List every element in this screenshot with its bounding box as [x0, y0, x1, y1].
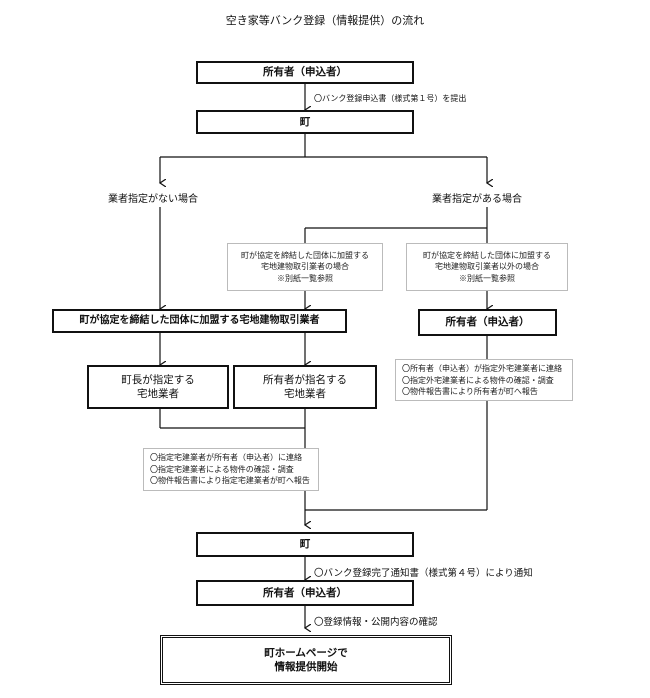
owner-designated-agent-box: 所有者が指名する 宅地業者 — [233, 365, 377, 409]
owner-applicant-box-right: 所有者（申込者） — [418, 309, 557, 336]
owner-applicant-box-top: 所有者（申込者） — [196, 61, 414, 84]
town-box-top: 町 — [196, 110, 414, 134]
town-box-bottom: 町 — [196, 532, 414, 557]
mayor-designated-label: 町長が指定する 宅地業者 — [121, 373, 195, 400]
association-agent-box: 町が協定を締結した団体に加盟する宅地建物取引業者 — [52, 309, 347, 333]
homepage-publication-box: 町ホームページで 情報提供開始 — [160, 635, 452, 685]
owner-applicant-box-bottom: 所有者（申込者） — [196, 580, 414, 606]
town-bottom-label: 町 — [299, 538, 311, 551]
association-agent-label: 町が協定を締結した団体に加盟する宅地建物取引業者 — [79, 315, 320, 327]
completion-notice-label: 〇バンク登録完了通知書（様式第４号）により通知 — [314, 568, 533, 579]
confirm-info-label: 〇登録情報・公開内容の確認 — [314, 617, 438, 628]
owner-applicant-right-label: 所有者（申込者） — [445, 316, 530, 329]
member-case-note: 町が協定を締結した団体に加盟する 宅地建物取引業者の場合 ※別紙一覧参照 — [227, 243, 383, 291]
has-designation-label: 業者指定がある場合 — [432, 194, 522, 205]
diagram-title: 空き家等バンク登録（情報提供）の流れ — [225, 14, 425, 27]
owner-applicant-bottom-label: 所有者（申込者） — [263, 586, 347, 599]
no-designation-label: 業者指定がない場合 — [108, 194, 198, 205]
right-steps-note: 〇所有者（申込者）が指定外宅建業者に連絡 〇指定外宅建業者による物件の確認・調査… — [395, 359, 573, 401]
town-label: 町 — [299, 115, 311, 128]
submit-form-label: 〇バンク登録申込書（様式第１号）を提出 — [314, 94, 467, 103]
homepage-publication-label: 町ホームページで 情報提供開始 — [264, 646, 348, 673]
left-steps-note: 〇指定宅建業者が所有者（申込者）に連絡 〇指定宅建業者による物件の確認・調査 〇… — [143, 448, 319, 491]
mayor-designated-agent-box: 町長が指定する 宅地業者 — [87, 365, 229, 409]
owner-applicant-label: 所有者（申込者） — [263, 66, 347, 79]
nonmember-case-note: 町が協定を締結した団体に加盟する 宅地建物取引業者以外の場合 ※別紙一覧参照 — [406, 243, 568, 291]
owner-designated-label: 所有者が指名する 宅地業者 — [263, 373, 347, 400]
